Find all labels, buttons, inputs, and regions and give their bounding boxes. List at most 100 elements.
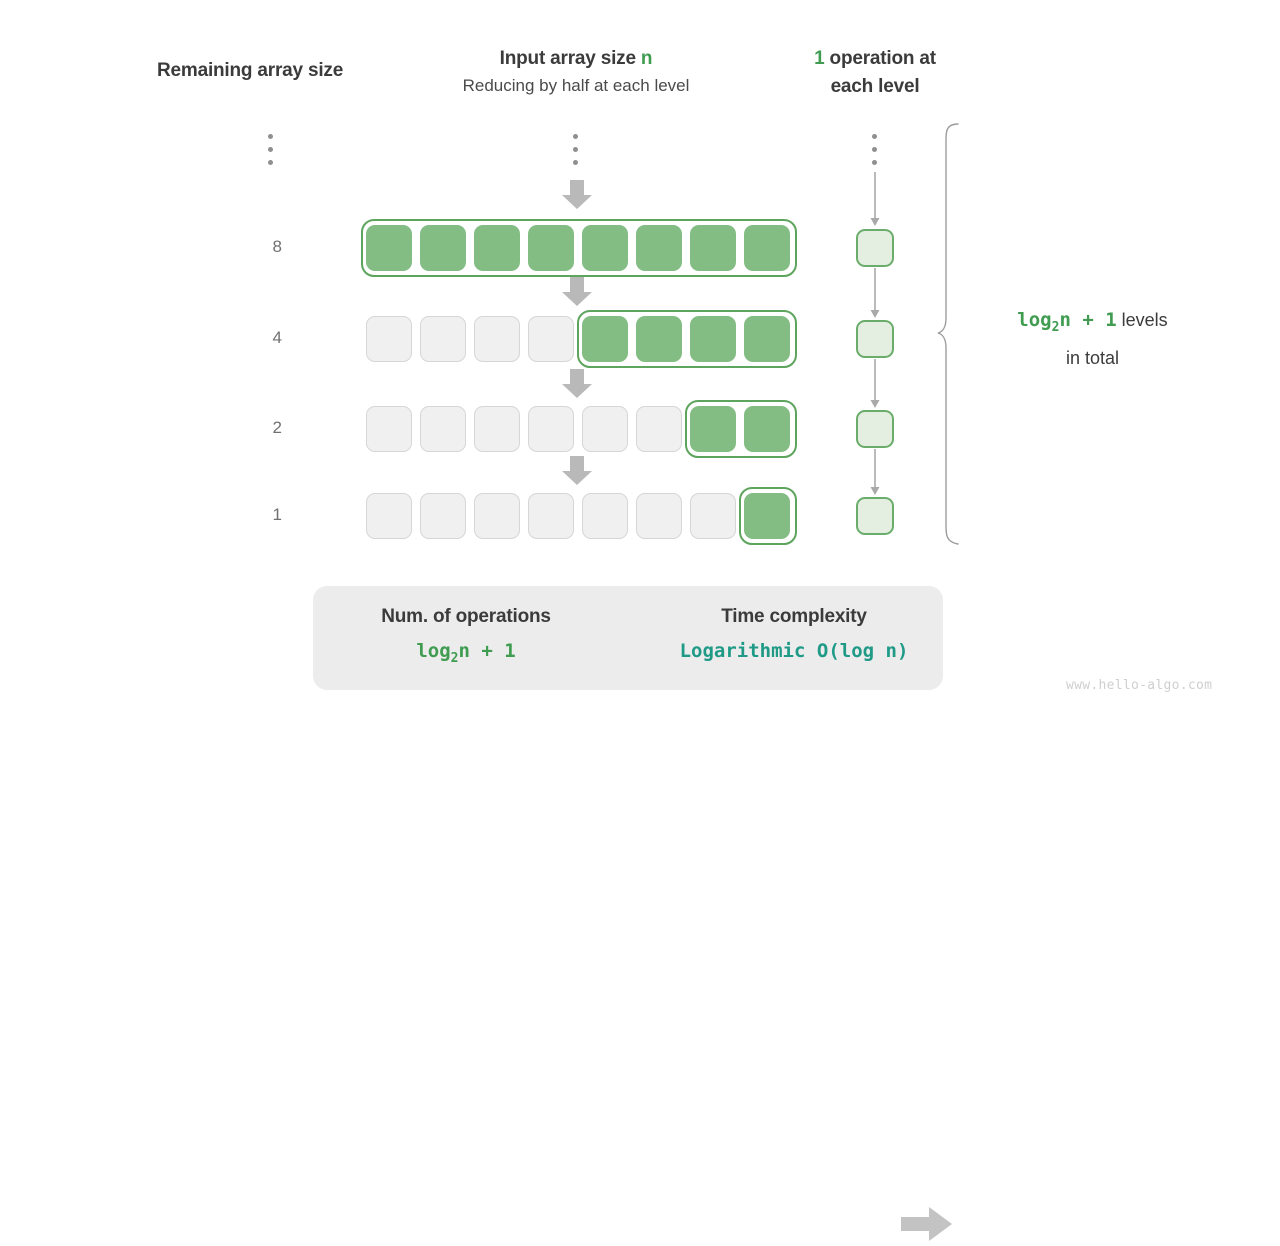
header-remaining-array-size: Remaining array size	[157, 60, 344, 81]
array-cell-filled	[690, 225, 736, 271]
levels-total-note: log2n + 1 levels in total	[985, 305, 1200, 373]
header-operations-line-1: 1 operation at	[782, 45, 968, 73]
operation-cell	[856, 320, 894, 358]
row-label-size: 1	[272, 505, 282, 524]
levels-total-line-1: log2n + 1 levels	[985, 305, 1200, 343]
levels-formula: log2n + 1	[1017, 309, 1117, 335]
dot	[268, 160, 273, 165]
summary-complexity-title: Time complexity	[721, 606, 867, 627]
down-arrow-icon	[561, 369, 593, 399]
header-input-array-size: Input array size n Reducing by half at e…	[420, 45, 732, 99]
dot	[573, 147, 578, 152]
array-cell-empty	[636, 493, 682, 539]
array-cell-empty	[528, 493, 574, 539]
highlight-group-box	[361, 219, 797, 277]
levels-formula-rest: n + 1	[1059, 309, 1117, 331]
operation-cell	[856, 410, 894, 448]
highlight-group-box	[577, 310, 797, 368]
array-cell-empty	[420, 406, 466, 452]
highlight-group-box	[685, 400, 797, 458]
dot	[872, 134, 877, 139]
summary-complexity-value: Logarithmic O(log n)	[679, 640, 909, 662]
down-arrow-icon	[561, 180, 593, 210]
array-row	[366, 400, 797, 462]
array-cell-filled	[636, 316, 682, 362]
dot	[268, 134, 273, 139]
array-cell-filled	[690, 316, 736, 362]
summary-card: Num. of operations log2n + 1 Time comple…	[313, 586, 952, 1241]
array-cell-empty	[474, 493, 520, 539]
array-cell-empty	[474, 406, 520, 452]
operation-cell	[856, 497, 894, 535]
down-arrow-icon	[561, 277, 593, 307]
row-label-size: 2	[272, 418, 282, 437]
row-label-size: 8	[272, 237, 282, 256]
ellipsis-dots-right-column	[872, 134, 878, 173]
flow-arrow-icon	[868, 449, 882, 497]
summary-complexity-column: Time complexity Logarithmic O(log n)	[658, 606, 930, 662]
array-cell-empty	[474, 316, 520, 362]
summary-operations-column: Num. of operations log2n + 1	[331, 606, 601, 666]
summary-operations-title: Num. of operations	[381, 606, 551, 627]
array-cell-filled	[528, 225, 574, 271]
levels-formula-base: log	[1017, 309, 1052, 331]
highlight-group-box	[739, 487, 797, 545]
summary-operations-value: log2n + 1	[331, 640, 601, 666]
array-cell-empty	[366, 493, 412, 539]
array-cell-empty	[690, 493, 736, 539]
summary-operations-subscript: 2	[450, 650, 459, 666]
dot	[872, 147, 877, 152]
levels-brace	[930, 122, 968, 551]
right-arrow-icon	[901, 1207, 953, 1246]
dot	[573, 134, 578, 139]
array-cell-empty	[420, 316, 466, 362]
header-operations-count: 1	[814, 48, 825, 69]
array-cell-filled	[744, 406, 790, 452]
array-cell-filled	[582, 225, 628, 271]
array-row	[361, 219, 797, 281]
array-cell-filled	[582, 316, 628, 362]
summary-operations-rest: n + 1	[458, 640, 516, 662]
operation-cell	[856, 229, 894, 267]
flow-arrow-icon	[868, 268, 882, 320]
header-operations-text: operation at	[824, 48, 937, 69]
dot	[872, 160, 877, 165]
array-cell-empty	[528, 406, 574, 452]
flow-arrow-icon	[868, 172, 882, 228]
dot	[268, 147, 273, 152]
flow-arrow-icon	[868, 359, 882, 410]
watermark: www.hello-algo.com	[1066, 678, 1213, 693]
header-operations-line-2: each level	[830, 76, 920, 97]
dot	[573, 160, 578, 165]
array-cell-filled	[744, 493, 790, 539]
array-row	[366, 487, 797, 549]
array-cell-empty	[420, 493, 466, 539]
array-cell-filled	[474, 225, 520, 271]
array-cell-empty	[636, 406, 682, 452]
array-cell-empty	[582, 406, 628, 452]
array-row	[366, 310, 797, 372]
ellipsis-dots-middle-column	[573, 134, 579, 173]
array-cell-filled	[690, 406, 736, 452]
header-input-array-size-title: Input array size n	[420, 45, 732, 73]
array-cell-filled	[420, 225, 466, 271]
levels-formula-subscript: 2	[1051, 319, 1060, 335]
levels-suffix: levels	[1116, 310, 1168, 330]
array-cell-filled	[366, 225, 412, 271]
array-cell-filled	[744, 316, 790, 362]
header-input-array-size-subtitle: Reducing by half at each level	[462, 76, 690, 95]
ellipsis-dots-left-column	[268, 134, 274, 173]
array-cell-empty	[366, 406, 412, 452]
summary-operations-base: log	[416, 640, 451, 662]
header-operations-per-level: 1 operation at each level	[782, 45, 968, 101]
array-cell-filled	[744, 225, 790, 271]
row-label-size: 4	[272, 328, 282, 347]
array-cell-empty	[528, 316, 574, 362]
down-arrow-icon	[561, 456, 593, 486]
header-input-array-size-var: n	[640, 48, 653, 69]
array-cell-empty	[582, 493, 628, 539]
header-input-array-size-text: Input array size	[499, 48, 641, 69]
levels-total-line-2: in total	[1065, 347, 1120, 368]
array-cell-empty	[366, 316, 412, 362]
array-cell-filled	[636, 225, 682, 271]
